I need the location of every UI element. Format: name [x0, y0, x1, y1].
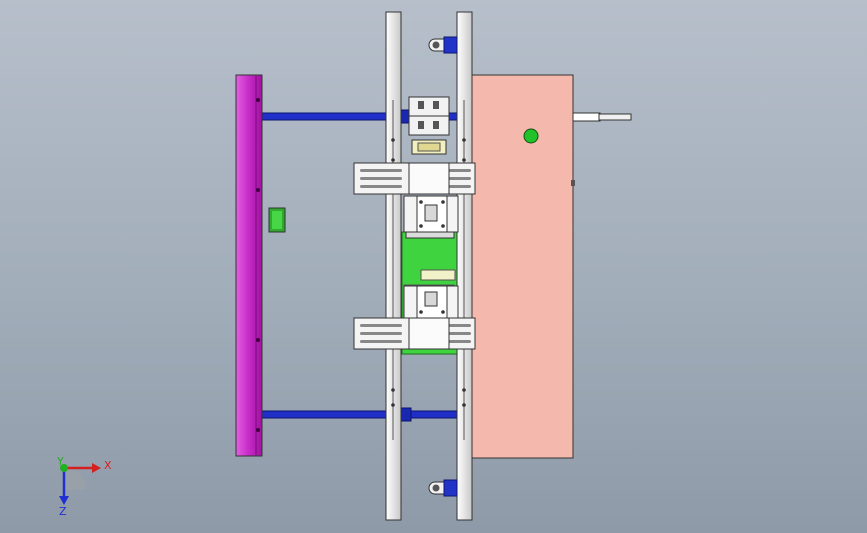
bottom-hook [428, 479, 458, 497]
magenta-clamp-bar [235, 74, 263, 457]
upper-clamp-plate [353, 162, 476, 195]
right-vertical-rail [456, 11, 473, 521]
cylinder-rod-right [572, 112, 632, 122]
left-vertical-rail [385, 11, 402, 521]
y-axis-dot [60, 464, 68, 472]
indicator-light [523, 128, 539, 144]
top-hook [428, 36, 458, 54]
pink-mounting-plate [471, 74, 575, 459]
y-axis-label: Y [56, 455, 64, 468]
upper-gripper [403, 195, 459, 239]
orientation-triad: X Y Z [56, 455, 112, 518]
z-axis-label: Z [59, 505, 67, 518]
lower-gripper [403, 285, 459, 321]
upper-slide-block [408, 96, 450, 155]
x-axis-label: X [104, 459, 112, 472]
lower-clamp-plate [353, 317, 476, 350]
blue-guide-rod-bottom [261, 407, 461, 422]
proximity-sensor [268, 207, 286, 233]
